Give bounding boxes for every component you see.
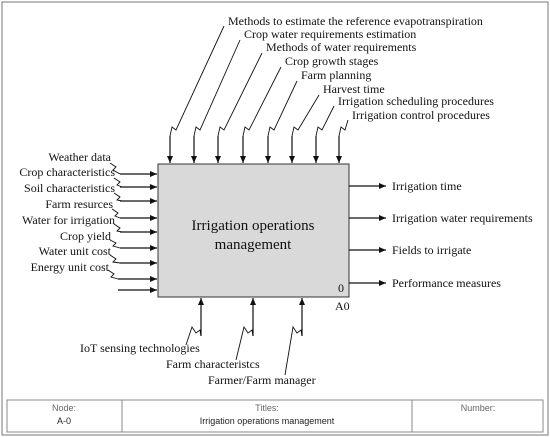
input-leader <box>113 177 123 188</box>
input-leader <box>113 223 123 233</box>
control-label: Farm planning <box>301 68 371 82</box>
outputs-group: Irrigation time Irrigation water require… <box>349 179 533 290</box>
control-leader <box>193 39 241 137</box>
controls-group: Methods to estimate the reference evapot… <box>167 14 494 163</box>
input-label: Weather data <box>48 150 111 164</box>
activity-title-line2: management <box>215 237 292 253</box>
input-leader <box>109 254 121 264</box>
control-label: Methods to estimate the reference evapot… <box>228 14 483 28</box>
control-label: Irrigation control procedures <box>352 108 490 122</box>
activity-node-ref: A0 <box>335 299 350 313</box>
input-leader <box>107 269 119 280</box>
control-label: Methods of water requirements <box>266 40 417 54</box>
input-label: Soil characteristics <box>24 181 115 195</box>
control-label: Crop growth stages <box>285 54 379 68</box>
control-leader <box>242 66 282 137</box>
mechanism-leader <box>185 325 202 346</box>
footer-node-header: Node: <box>52 403 76 413</box>
control-label: Irrigation scheduling procedures <box>338 94 494 108</box>
input-label: Water unit cost <box>39 244 112 258</box>
mechanism-label: IoT sensing technologies <box>80 341 200 355</box>
mechanism-leader <box>235 325 254 361</box>
footer-node-value: A-0 <box>57 416 71 426</box>
control-label: Harvest time <box>323 82 385 96</box>
input-leader <box>109 162 121 175</box>
activity-box <box>157 163 350 298</box>
mechanisms-group: IoT sensing technologies Farm characteri… <box>80 298 316 387</box>
input-leader <box>109 239 121 249</box>
output-label: Irrigation time <box>392 179 462 193</box>
control-leader <box>169 25 225 137</box>
control-leader <box>338 119 349 137</box>
control-label: Crop water requirements estimation <box>244 27 416 41</box>
activity-title-line1: Irrigation operations <box>192 218 315 234</box>
input-leader <box>113 192 123 202</box>
input-label: Crop characteristics <box>19 165 115 179</box>
footer: Node: A-0 Titles: Irrigation operations … <box>6 399 544 433</box>
output-label: Fields to irrigate <box>392 243 471 257</box>
footer-number-header: Number: <box>461 403 496 413</box>
input-label: Crop yield <box>60 229 111 243</box>
output-label: Irrigation water requirements <box>392 211 533 225</box>
output-label: Performance measures <box>392 276 501 290</box>
activity-number: 0 <box>338 281 344 295</box>
footer-titles-header: Titles: <box>255 403 279 413</box>
mechanism-label: Farm characteristcs <box>166 357 260 371</box>
control-leader <box>217 52 263 137</box>
control-leader <box>267 80 298 137</box>
input-label: Energy unit cost <box>31 260 110 274</box>
footer-frame <box>6 399 544 433</box>
mechanism-leader <box>284 325 303 376</box>
footer-titles-value: Irrigation operations management <box>200 416 335 426</box>
mechanism-label: Farmer/Farm manager <box>208 373 316 387</box>
inputs-group: Weather data Crop characteristics Soil c… <box>19 150 157 293</box>
input-label: Farm resurces <box>45 197 113 211</box>
control-leader <box>315 105 335 137</box>
input-leader <box>111 208 121 219</box>
input-label: Water for irrigation <box>22 213 115 227</box>
control-leader <box>291 94 320 137</box>
